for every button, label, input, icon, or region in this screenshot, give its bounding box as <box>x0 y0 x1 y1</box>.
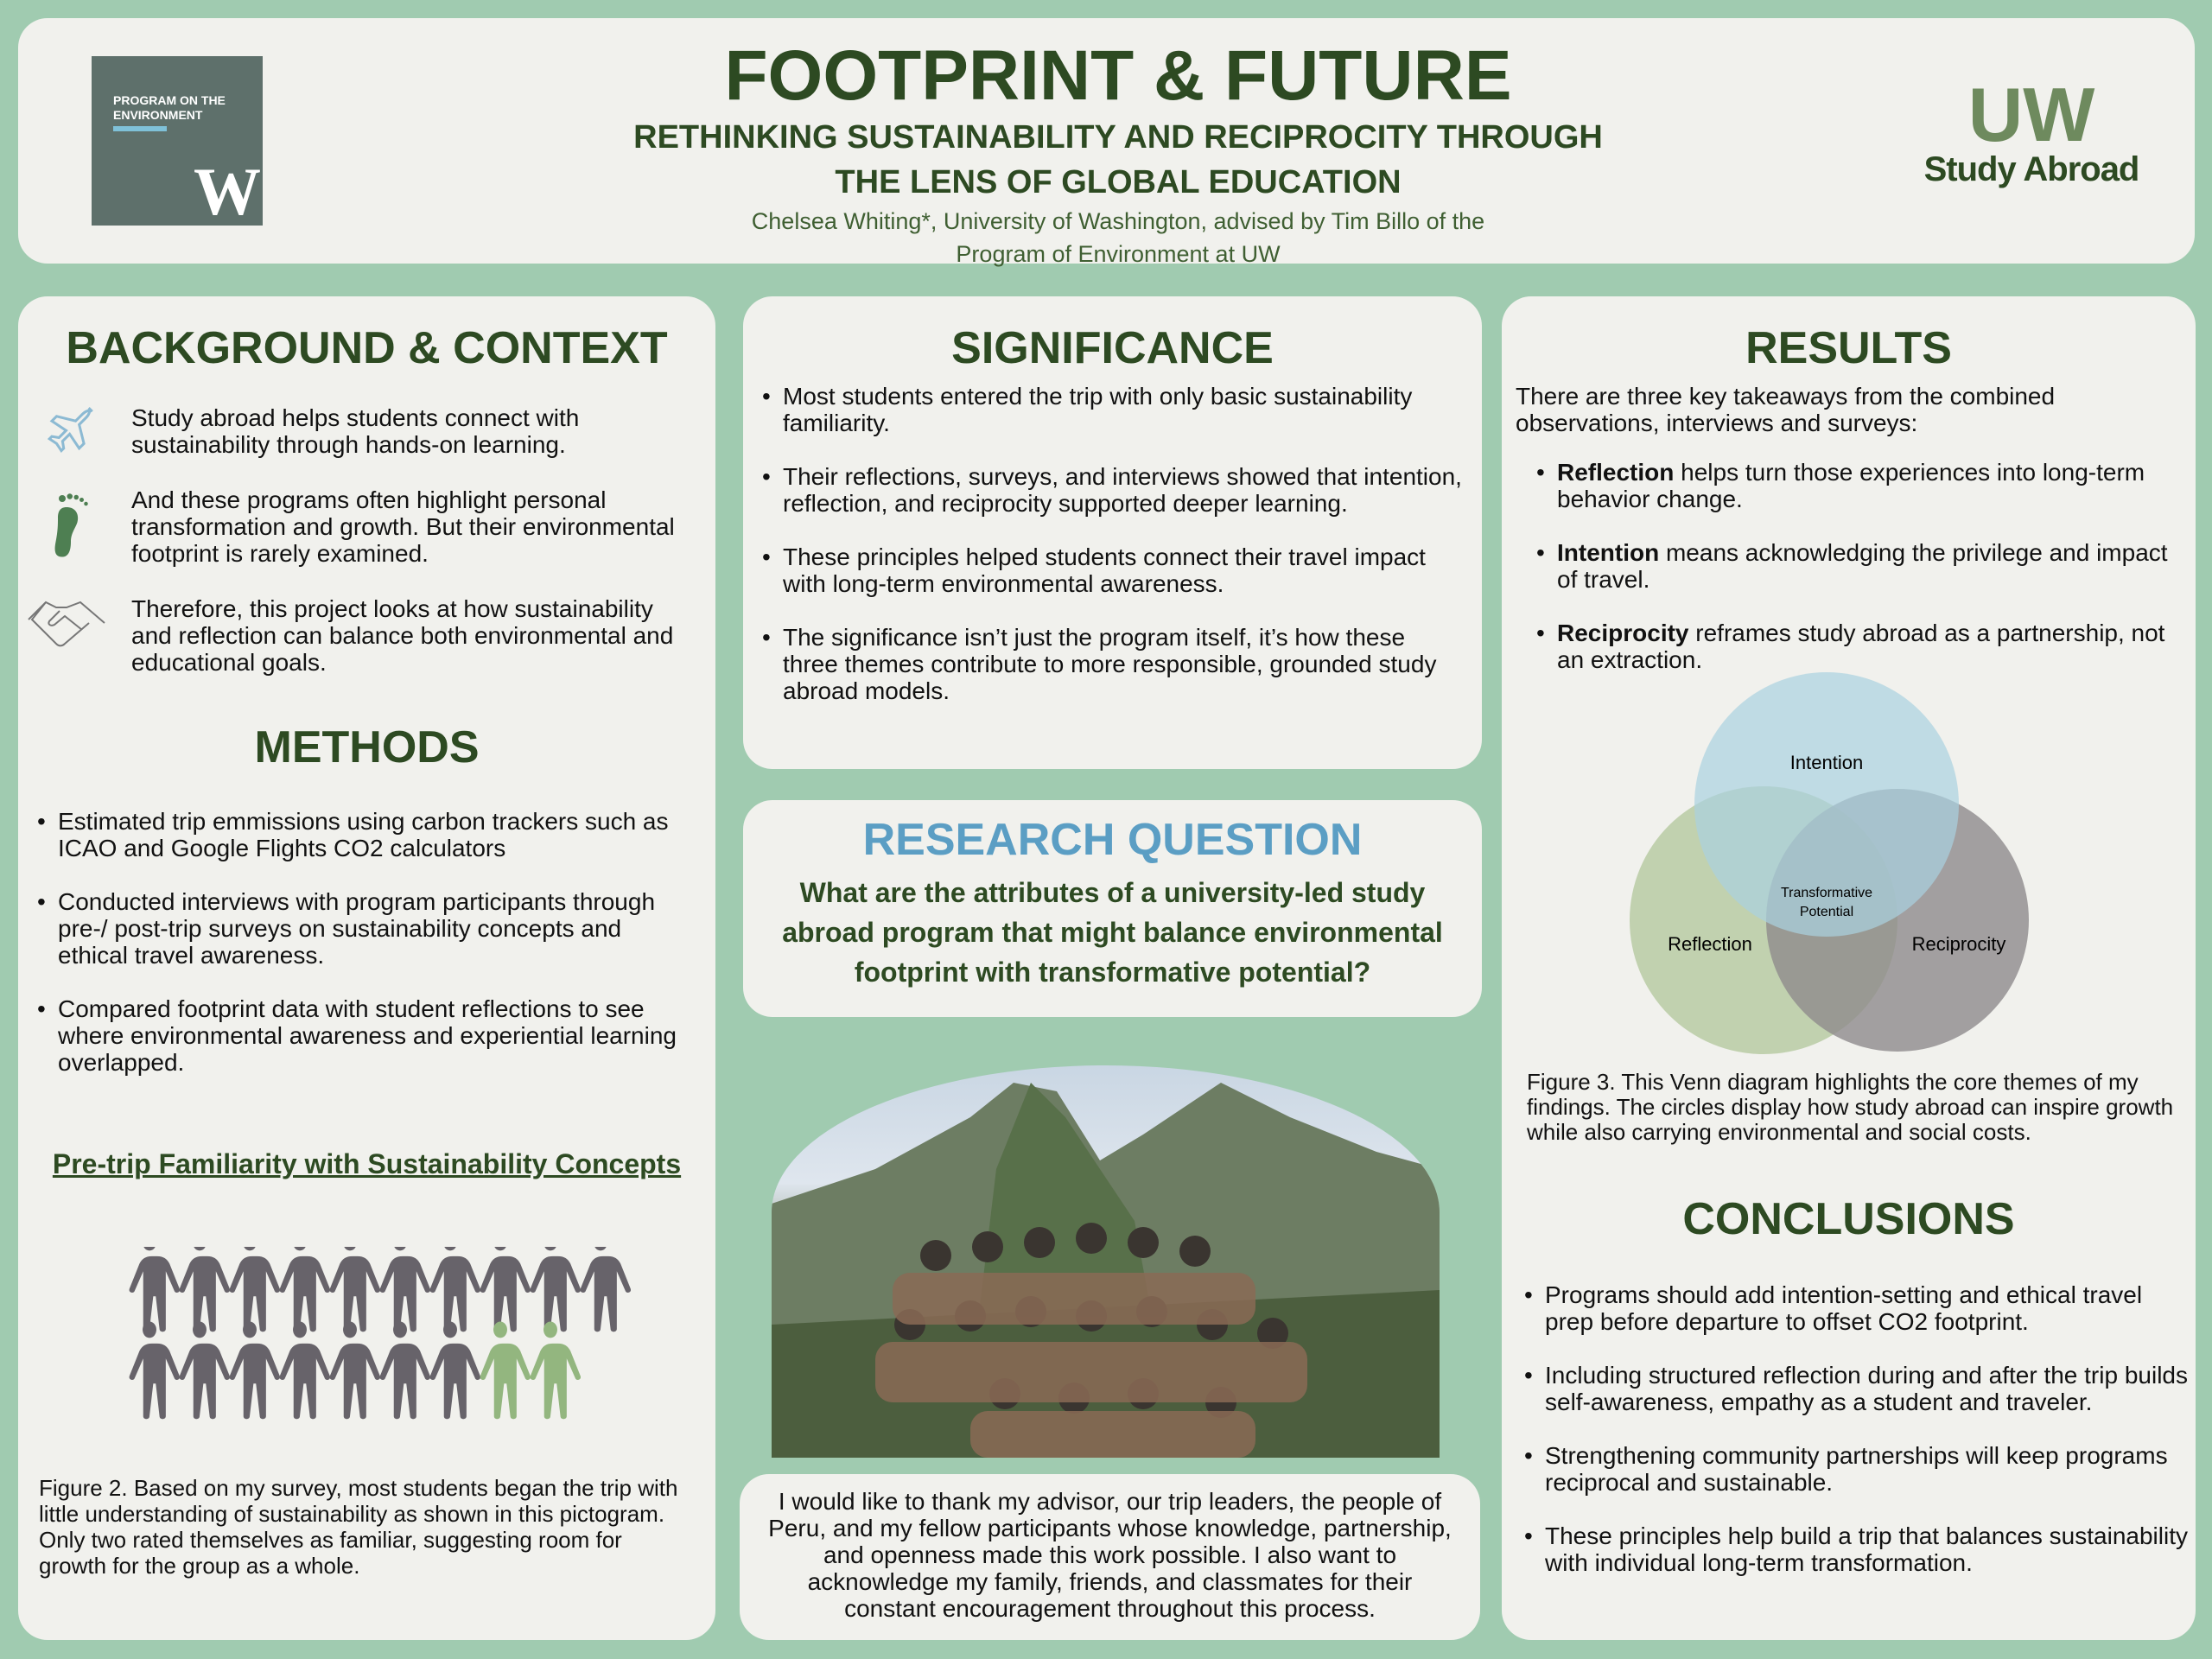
author-line2: Program of Environment at UW <box>956 241 1281 267</box>
person-icon-unfamiliar <box>379 1247 431 1332</box>
airplane-icon <box>47 407 93 453</box>
background-heading: BACKGROUND & CONTEXT <box>66 323 668 373</box>
person-icon-unfamiliar <box>279 1247 331 1332</box>
person-icon-unfamiliar <box>329 1247 381 1332</box>
poster-subtitle-line2: THE LENS OF GLOBAL EDUCATION <box>835 164 1402 200</box>
author-line1: Chelsea Whiting*, University of Washingt… <box>751 208 1485 234</box>
person-icon-unfamiliar <box>580 1247 632 1332</box>
methods-heading: METHODS <box>254 722 480 772</box>
uw-mark: UW <box>1967 72 2095 157</box>
significance-bullet: Most students entered the trip with only… <box>762 383 1466 436</box>
logo-line1: PROGRAM ON THE <box>113 93 226 107</box>
logo-line2: ENVIRONMENT <box>113 108 203 122</box>
person-icon-familiar <box>530 1321 582 1420</box>
background-item: Study abroad helps students connect with… <box>25 404 708 486</box>
handshake-icon <box>28 601 105 647</box>
uw-study-abroad-logo: UW Study Abroad <box>1902 72 2161 189</box>
venn-circle-intention <box>1694 672 1959 937</box>
person-icon-unfamiliar <box>429 1247 481 1332</box>
person-icon-familiar <box>480 1321 531 1420</box>
results-bullet: Intention means acknowledging the privil… <box>1536 539 2176 593</box>
background-item-text: And these programs often highlight perso… <box>131 486 675 567</box>
significance-card: SIGNIFICANCE Most students entered the t… <box>743 296 1482 769</box>
background-item-text: Therefore, this project looks at how sus… <box>131 595 674 676</box>
venn-label-center2: Potential <box>1800 905 1853 919</box>
research-question-card: RESEARCH QUESTION What are the attribute… <box>743 800 1482 1017</box>
venn-label-reciprocity: Reciprocity <box>1912 933 2006 955</box>
acknowledgement-text: I would like to thank my advisor, our tr… <box>768 1488 1452 1622</box>
header-card: PROGRAM ON THE ENVIRONMENT W FOOTPRINT &… <box>18 18 2195 267</box>
poster-title: FOOTPRINT & FUTURE <box>724 36 1512 115</box>
results-heading: RESULTS <box>1745 323 1952 373</box>
logo-bar <box>113 126 167 131</box>
pictogram-title: Pre-trip Familiarity with Sustainability… <box>52 1148 682 1179</box>
venn-diagram: Intention Reflection Reciprocity Transfo… <box>1630 672 2029 1054</box>
methods-list: Estimated trip emmissions using carbon t… <box>37 808 694 1103</box>
person-icon-unfamiliar <box>279 1321 331 1420</box>
poster-subtitle-line1: RETHINKING SUSTAINABILITY AND RECIPROCIT… <box>633 119 1603 156</box>
venn-label-intention: Intention <box>1790 752 1863 773</box>
left-column-card: BACKGROUND & CONTEXT Study abroad helps … <box>18 296 715 1640</box>
mountain-scene <box>772 1083 1440 1458</box>
results-bullet: Reciprocity reframes study abroad as a p… <box>1536 620 2176 673</box>
logo-w: W <box>194 154 261 229</box>
person-icon-unfamiliar <box>179 1321 231 1420</box>
background-item-text: Study abroad helps students connect with… <box>131 404 580 458</box>
methods-bullet: Conducted interviews with program partic… <box>37 888 694 969</box>
group-photo <box>772 1065 1440 1458</box>
pictogram-chart <box>129 1247 632 1420</box>
person-icon-unfamiliar <box>179 1247 231 1332</box>
background-item: Therefore, this project looks at how sus… <box>25 595 708 682</box>
person-icon-unfamiliar <box>229 1321 281 1420</box>
person-icon-unfamiliar <box>129 1321 181 1420</box>
methods-bullet: Compared footprint data with student ref… <box>37 995 694 1076</box>
footprint-icon <box>54 493 88 557</box>
figure3-caption: Figure 3. This Venn diagram highlights t… <box>1527 1069 2174 1145</box>
person-icon-unfamiliar <box>329 1321 381 1420</box>
venn-label-reflection: Reflection <box>1668 933 1752 955</box>
person-icon-unfamiliar <box>429 1321 481 1420</box>
results-intro: There are three key takeaways from the c… <box>1516 383 2056 436</box>
significance-list: Most students entered the trip with only… <box>762 383 1466 731</box>
venn-label-center1: Transformative <box>1781 886 1872 900</box>
conclusions-bullet: These principles help build a trip that … <box>1524 1522 2190 1576</box>
significance-bullet: The significance isn’t just the program … <box>762 624 1466 704</box>
person-icon-unfamiliar <box>379 1321 431 1420</box>
conclusions-list: Programs should add intention-setting an… <box>1524 1281 2190 1603</box>
right-column-card: RESULTS There are three key takeaways fr… <box>1502 296 2196 1640</box>
conclusions-heading: CONCLUSIONS <box>1682 1194 2015 1244</box>
acknowledgement-card: I would like to thank my advisor, our tr… <box>740 1474 1480 1640</box>
conclusions-bullet: Programs should add intention-setting an… <box>1524 1281 2190 1335</box>
methods-bullet: Estimated trip emmissions using carbon t… <box>37 808 694 861</box>
results-list: Reflection helps turn those experiences … <box>1536 459 2176 700</box>
results-bullet: Reflection helps turn those experiences … <box>1536 459 2176 512</box>
significance-bullet: Their reflections, surveys, and intervie… <box>762 463 1466 517</box>
significance-heading: SIGNIFICANCE <box>951 323 1274 373</box>
person-icon-unfamiliar <box>229 1247 281 1332</box>
conclusions-bullet: Strengthening community partnerships wil… <box>1524 1442 2190 1496</box>
person-icon-unfamiliar <box>480 1247 531 1332</box>
figure2-caption: Figure 2. Based on my survey, most stude… <box>39 1475 678 1579</box>
study-abroad-text: Study Abroad <box>1923 150 2140 188</box>
background-item: And these programs often highlight perso… <box>25 486 708 595</box>
person-icon-unfamiliar <box>129 1247 181 1332</box>
research-question-text: What are the attributes of a university-… <box>782 877 1443 988</box>
conclusions-bullet: Including structured reflection during a… <box>1524 1362 2190 1415</box>
program-on-environment-logo: PROGRAM ON THE ENVIRONMENT W <box>92 56 263 229</box>
person-icon-unfamiliar <box>530 1247 582 1332</box>
significance-bullet: These principles helped students connect… <box>762 543 1466 597</box>
research-question-heading: RESEARCH QUESTION <box>862 815 1363 865</box>
